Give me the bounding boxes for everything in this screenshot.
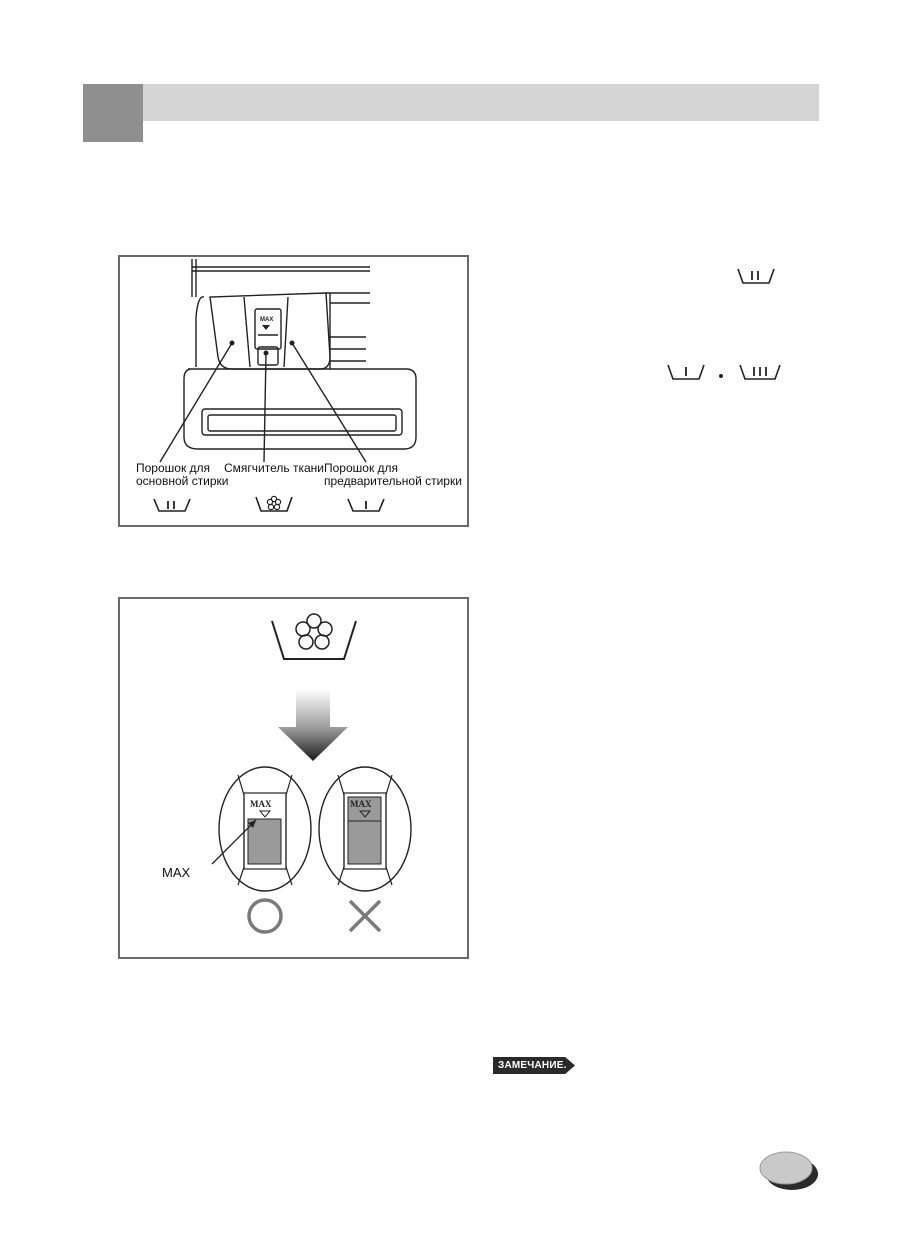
dispenser-figure: MAX Порошок для основной стирки Смягчите… xyxy=(118,255,469,527)
circle-icon xyxy=(247,898,283,934)
right-window-max-mark: MAX xyxy=(350,799,372,809)
max-label: MAX xyxy=(162,865,191,880)
softener-level-drawing: MAX MAX xyxy=(211,613,412,934)
softener-label: Смягчитель ткани xyxy=(224,461,324,475)
main-wash-triple-icon xyxy=(739,364,781,380)
separator-dot-icon xyxy=(719,374,723,378)
main-wash-icon xyxy=(153,498,191,512)
cross-icon xyxy=(348,899,382,933)
softener-icon xyxy=(255,495,293,512)
section-marker xyxy=(83,84,143,142)
page-number-oval xyxy=(759,1151,818,1190)
overfilled-level-window xyxy=(318,766,412,892)
correct-level-window xyxy=(218,766,312,892)
prewash-label: Порошок для предварительной стирки xyxy=(324,461,462,488)
softener-large-icon xyxy=(271,613,357,660)
left-window-max-mark: MAX xyxy=(250,799,272,809)
down-arrow-icon xyxy=(278,689,348,761)
note-badge-text: ЗАМЕЧАНИЕ. xyxy=(498,1060,567,1071)
prewash-icon-inline xyxy=(667,364,705,380)
dispenser-max-mark: MAX xyxy=(260,317,273,323)
note-badge: ЗАМЕЧАНИЕ. xyxy=(493,1057,575,1074)
dispenser-drawing: MAX xyxy=(159,259,417,463)
section-header-bar xyxy=(143,84,819,121)
prewash-icon xyxy=(347,498,385,512)
main-wash-label: Порошок для основной стирки xyxy=(136,461,229,488)
main-wash-icon-inline xyxy=(737,268,775,284)
softener-level-figure: MAX MAX MAX xyxy=(118,597,469,959)
